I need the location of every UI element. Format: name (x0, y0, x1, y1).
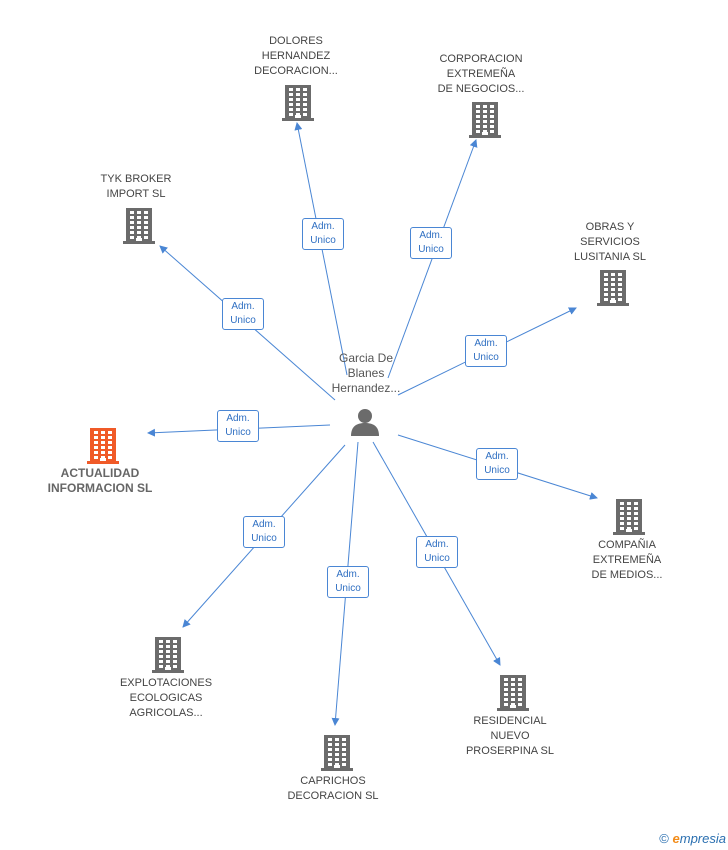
company-label-explotaciones[interactable]: EXPLOTACIONES ECOLOGICAS AGRICOLAS... (119, 677, 213, 719)
company-label-residencial[interactable]: RESIDENCIAL NUEVO PROSERPINA SL (465, 715, 555, 757)
company-label-obras[interactable]: OBRAS Y SERVICIOS LUSITANIA SL (574, 221, 646, 263)
building-icon-explotaciones[interactable] (152, 637, 184, 678)
edge-corporacion (387, 139, 478, 379)
relation-badge-tyk[interactable]: Adm. Unico (222, 298, 264, 330)
copyright-symbol: © (659, 831, 669, 846)
company-label-caprichos[interactable]: CAPRICHOS DECORACION SL (287, 775, 379, 802)
footer-brand: © empresia (659, 831, 726, 846)
relation-badge-explotaciones[interactable]: Adm. Unico (243, 516, 285, 548)
relation-badge-corporacion[interactable]: Adm. Unico (410, 227, 452, 259)
relation-badge-dolores[interactable]: Adm. Unico (302, 218, 344, 250)
building-icon-dolores[interactable] (282, 85, 314, 126)
relation-badge-caprichos[interactable]: Adm. Unico (327, 566, 369, 598)
relation-badge-actualidad[interactable]: Adm. Unico (217, 410, 259, 442)
brand-name: mpresia (679, 831, 726, 846)
person-icon[interactable] (350, 407, 380, 442)
company-label-actualidad[interactable]: ACTUALIDAD INFORMACION SL (47, 466, 153, 495)
relation-badge-compania[interactable]: Adm. Unico (476, 448, 518, 480)
building-icon-compania[interactable] (613, 499, 645, 540)
company-label-compania[interactable]: COMPAÑIA EXTREMEÑA DE MEDIOS... (591, 539, 663, 581)
building-icon-tyk[interactable] (123, 208, 155, 249)
building-icon-corporacion[interactable] (469, 102, 501, 143)
relation-badge-obras[interactable]: Adm. Unico (465, 335, 507, 367)
center-person-name[interactable]: Garcia De Blanes Hernandez... (331, 351, 401, 395)
relation-badge-residencial[interactable]: Adm. Unico (416, 536, 458, 568)
brand-logo-e: e (672, 831, 680, 846)
building-icon-caprichos[interactable] (321, 735, 353, 776)
company-label-corporacion[interactable]: CORPORACION EXTREMEÑA DE NEGOCIOS... (437, 53, 525, 95)
building-icon-residencial[interactable] (497, 675, 529, 716)
company-label-dolores[interactable]: DOLORES HERNANDEZ DECORACION... (254, 35, 338, 77)
building-icon-obras[interactable] (597, 270, 629, 311)
company-label-tyk[interactable]: TYK BROKER IMPORT SL (100, 173, 172, 200)
building-icon-actualidad[interactable] (87, 428, 119, 469)
